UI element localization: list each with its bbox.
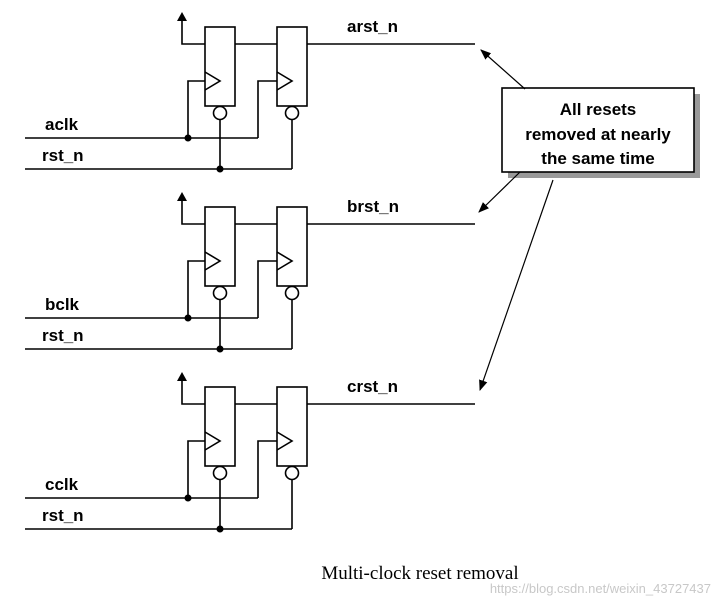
sync-block-c: crst_n cclk rst_n [25, 372, 475, 533]
clock-label-c: cclk [45, 475, 79, 494]
callout-line-1: All resets [560, 100, 637, 119]
arrow-to-crst [479, 179, 554, 392]
flipflop-1 [204, 206, 236, 287]
callout-box [501, 87, 695, 173]
flipflop-2 [276, 206, 308, 287]
callout: All resets removed at nearly the same ti… [501, 87, 700, 178]
sync-block-b: brst_n bclk rst_n [25, 192, 475, 353]
arrow-to-brst [478, 171, 521, 213]
clock-label-b: bclk [45, 295, 80, 314]
callout-line-3: the same time [541, 149, 654, 168]
output-label-b: brst_n [347, 197, 399, 216]
clock-label-a: aclk [45, 115, 79, 134]
callout-line-2: removed at nearly [525, 125, 671, 144]
reset-label-c: rst_n [42, 506, 84, 525]
output-label-a: arst_n [347, 17, 398, 36]
flipflop-2 [276, 26, 308, 107]
output-label-c: crst_n [347, 377, 398, 396]
watermark: https://blog.csdn.net/weixin_43727437 [489, 581, 711, 596]
figure-caption: Multi-clock reset removal [321, 563, 519, 584]
flipflop-1 [204, 386, 236, 467]
flipflop-1 [204, 26, 236, 107]
reset-label-b: rst_n [42, 326, 84, 345]
flipflop-2 [276, 386, 308, 467]
sync-block-a: arst_n aclk rst_n [25, 12, 475, 173]
arrow-to-arst [480, 49, 526, 90]
reset-label-a: rst_n [42, 146, 84, 165]
